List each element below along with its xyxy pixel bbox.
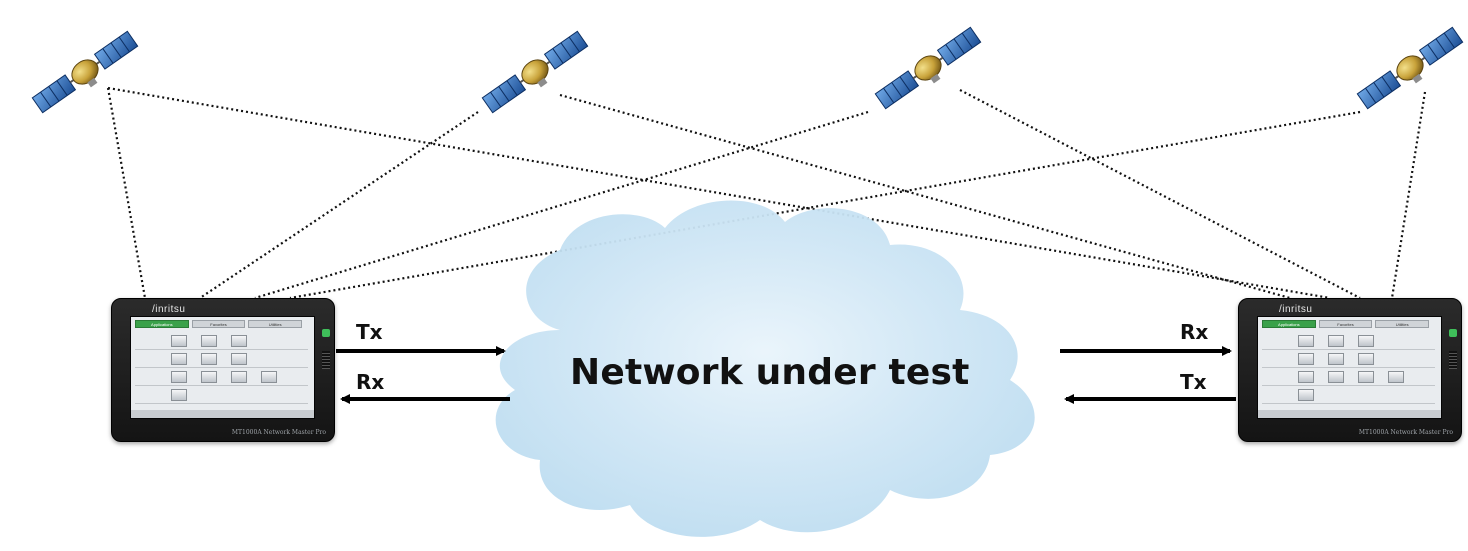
tab-utilities: Utilities bbox=[1375, 320, 1430, 328]
left-rx-label: Rx bbox=[356, 370, 385, 394]
power-led-icon bbox=[322, 329, 330, 337]
satellite-link-1 bbox=[106, 87, 147, 299]
right-tx-label: Tx bbox=[1180, 370, 1207, 394]
satellite-link-8 bbox=[1390, 91, 1427, 299]
right-network-master-device: /inritsu Applications Favorites Utilitie… bbox=[1238, 298, 1462, 442]
network-cloud bbox=[495, 200, 1035, 537]
satellite-link-5 bbox=[254, 110, 869, 300]
satellite-link-2 bbox=[107, 86, 1331, 300]
device-model-label: MT1000A Network Master Pro bbox=[231, 429, 326, 436]
satellite-link-4 bbox=[559, 93, 1291, 300]
satellite-icon bbox=[30, 28, 143, 120]
left-network-master-device: /inritsu Applications Favorites Utilitie… bbox=[111, 298, 335, 442]
device-screen: Applications Favorites Utilities bbox=[1257, 316, 1442, 419]
device-model-label: MT1000A Network Master Pro bbox=[1358, 429, 1453, 436]
tab-applications: Applications bbox=[1262, 320, 1316, 328]
satellite-link-6 bbox=[959, 89, 1361, 299]
device-screen: Applications Favorites Utilities bbox=[130, 316, 315, 419]
tab-favorites: Favorites bbox=[1318, 320, 1373, 328]
satellite-links bbox=[106, 86, 1427, 300]
right-rx-label: Rx bbox=[1180, 320, 1209, 344]
satellite-icon bbox=[480, 28, 593, 120]
satellite-icon bbox=[873, 24, 986, 116]
tab-applications: Applications bbox=[135, 320, 189, 328]
device-brand-logo: /inritsu bbox=[152, 304, 186, 315]
tab-utilities: Utilities bbox=[248, 320, 303, 328]
network-under-test-label: Network under test bbox=[570, 352, 970, 393]
satellites bbox=[30, 24, 1468, 120]
tab-favorites: Favorites bbox=[191, 320, 246, 328]
arrows bbox=[336, 346, 1236, 404]
speaker-grill bbox=[322, 351, 330, 369]
satellite-icon bbox=[1355, 24, 1468, 116]
satellite-link-3 bbox=[199, 111, 479, 299]
power-led-icon bbox=[1449, 329, 1457, 337]
device-brand-logo: /inritsu bbox=[1279, 304, 1313, 315]
left-tx-label: Tx bbox=[356, 320, 383, 344]
satellite-link-7 bbox=[289, 110, 1361, 300]
speaker-grill bbox=[1449, 351, 1457, 369]
